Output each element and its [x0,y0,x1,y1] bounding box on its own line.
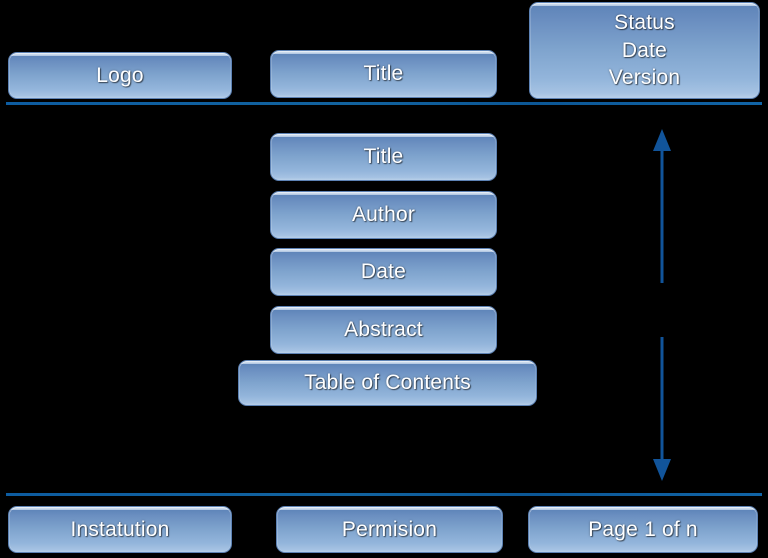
footer-permission-label: Permision [341,517,438,541]
header-meta-label: Status Date Version [608,10,681,90]
body-block-abstract[interactable]: Abstract [270,306,497,354]
arrow-shaft-upper [660,149,664,283]
header-logo-label: Logo [96,63,144,87]
header-divider-rule [6,102,762,105]
body-block-date-label: Date [360,260,407,284]
body-block-date[interactable]: Date [270,248,497,296]
body-block-title[interactable]: Title [270,133,497,181]
header-title-label: Title [363,62,404,86]
footer-institution-box[interactable]: Instatution [8,506,232,553]
arrow-head-up-icon [653,129,671,151]
footer-page-number-label: Page 1 of n [588,517,698,541]
header-logo-box[interactable]: Logo [8,52,232,99]
arrow-shaft-lower [660,337,664,459]
body-block-table-of-contents[interactable]: Table of Contents [238,360,537,406]
arrow-head-down-icon [653,459,671,481]
body-block-author-label: Author [351,203,416,227]
body-block-title-label: Title [363,145,404,169]
header-title-box[interactable]: Title [270,50,497,98]
body-block-toc-label: Table of Contents [304,371,471,395]
footer-institution-label: Instatution [70,517,170,541]
footer-page-number-box[interactable]: Page 1 of n [528,506,758,553]
header-meta-box[interactable]: Status Date Version [529,2,760,99]
footer-divider-rule [6,493,762,496]
body-block-author[interactable]: Author [270,191,497,239]
body-block-abstract-label: Abstract [344,318,423,342]
vertical-double-arrow [652,129,672,481]
footer-permission-box[interactable]: Permision [276,506,503,553]
